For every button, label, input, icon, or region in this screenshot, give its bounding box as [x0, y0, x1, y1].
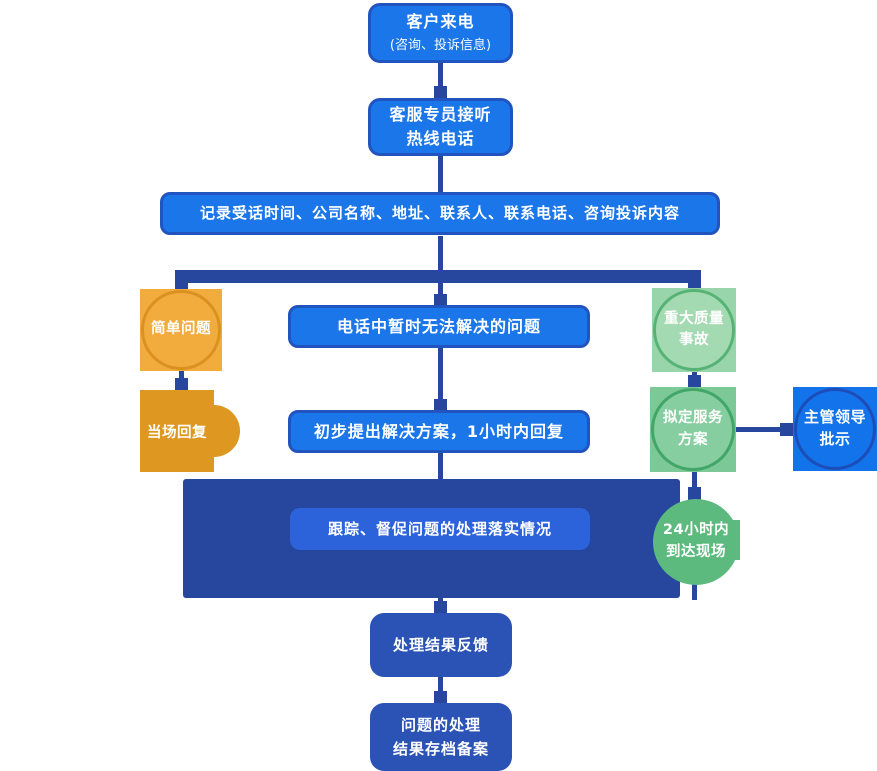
junction-nub: [434, 601, 447, 614]
node-onsite-reply-rect: 当场回复: [140, 390, 214, 472]
node-customer-call-subtitle: (咨询、投诉信息): [389, 38, 492, 54]
node-major-incident-circle: 重大质量 事故: [653, 289, 735, 371]
node-record-info-label: 记录受话时间、公司名称、地址、联系人、联系电话、咨询投诉内容: [199, 204, 680, 223]
node-service-plan-line2: 方案: [678, 431, 708, 448]
node-onsite-reply-label: 当场回复: [147, 424, 207, 441]
node-customer-call-title: 客户来电: [406, 12, 475, 32]
node-unsolvable-label: 电话中暂时无法解决的问题: [336, 316, 541, 336]
node-record-info: 记录受话时间、公司名称、地址、联系人、联系电话、咨询投诉内容: [160, 192, 720, 235]
node-major-incident-line1: 重大质量: [664, 310, 724, 327]
node-arrive-24h-line1: 24小时内: [662, 522, 730, 539]
node-unsolvable: 电话中暂时无法解决的问题: [288, 305, 590, 348]
node-initial-solution: 初步提出解决方案，1小时内回复: [288, 410, 590, 453]
node-track-supervise-label: 跟踪、督促问题的处理落实情况: [327, 520, 552, 538]
node-major-incident: 重大质量 事故: [652, 288, 736, 372]
node-simple-issue: 简单问题: [140, 289, 222, 371]
node-result-feedback-label: 处理结果反馈: [392, 636, 489, 654]
connector-record-to-branchbar: [438, 236, 443, 270]
node-agent-answer-line2: 热线电话: [406, 129, 475, 148]
node-leader-approval-circle: 主管领导 批示: [794, 388, 876, 470]
connector-unsolvable-to-solution: [438, 348, 443, 410]
node-track-supervise: 跟踪、督促问题的处理落实情况: [290, 508, 590, 550]
junction-nub: [175, 378, 188, 391]
node-archive: 问题的处理 结果存档备案: [370, 703, 512, 771]
node-simple-issue-label: 简单问题: [151, 321, 211, 338]
junction-nub: [434, 691, 447, 704]
node-archive-line2: 结果存档备案: [392, 740, 489, 758]
node-initial-solution-label: 初步提出解决方案，1小时内回复: [313, 421, 565, 441]
connector-solution-to-track: [438, 453, 443, 479]
node-leader-approval-line2: 批示: [819, 430, 851, 448]
node-agent-answer: 客服专员接听 热线电话: [368, 98, 513, 156]
node-service-plan-line1: 拟定服务: [663, 410, 723, 427]
connector-call-to-agent: [438, 63, 443, 98]
node-service-plan-circle: 拟定服务 方案: [651, 388, 735, 471]
node-archive-line1: 问题的处理: [400, 716, 481, 734]
node-simple-issue-circle: 简单问题: [141, 290, 221, 370]
node-major-incident-line2: 事故: [679, 332, 709, 348]
node-result-feedback: 处理结果反馈: [370, 613, 512, 677]
connector-agent-to-record: [438, 156, 443, 192]
node-onsite-reply: 当场回复: [140, 390, 240, 472]
node-leader-approval: 主管领导 批示: [793, 387, 877, 471]
junction-nub: [434, 399, 447, 412]
node-arrive-24h-line2: 到达现场: [666, 544, 726, 560]
node-agent-answer-line1: 客服专员接听: [389, 105, 492, 124]
junction-nub: [688, 375, 701, 388]
junction-nub: [434, 86, 447, 99]
branch-bar: [175, 270, 701, 283]
connector-plan-to-leader: [736, 427, 793, 432]
junction-nub: [434, 294, 447, 307]
node-leader-approval-line1: 主管领导: [803, 408, 866, 427]
connector-feedback-to-archive: [438, 677, 443, 703]
node-service-plan: 拟定服务 方案: [650, 387, 736, 472]
node-arrive-24h: 24小时内 到达现场: [653, 499, 739, 585]
node-customer-call: 客户来电 (咨询、投诉信息): [368, 3, 513, 63]
junction-nub: [780, 423, 793, 436]
